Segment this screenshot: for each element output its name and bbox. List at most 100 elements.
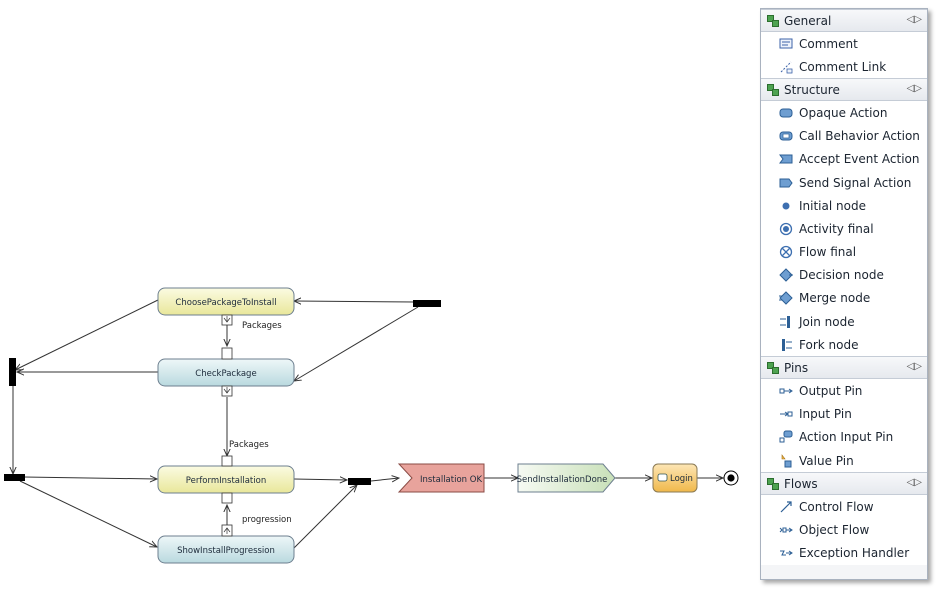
palette-tool-flow-final[interactable]: Flow final [761,241,927,264]
palette-tool-label: Control Flow [799,499,874,514]
action-show-install-progression-label: ShowInstallProgression [177,546,275,556]
input-pin-perform-bottom[interactable] [221,492,233,504]
palette-section-general[interactable]: General ◁▷ [761,9,927,32]
action-perform-installation[interactable]: PerformInstallation [157,465,295,494]
action-check-package-label: CheckPackage [195,369,256,379]
palette-tool-label: Decision node [799,268,884,283]
edge-fork-to-choose[interactable] [294,301,416,302]
palette-tool-label: Value Pin [799,453,854,468]
collapse-toggle-icon[interactable]: ◁▷ [906,83,922,95]
initial-node-icon [779,199,793,213]
fork-node-top[interactable] [413,300,441,307]
edge-label-progression: progression [242,515,292,525]
palette-tool-call-behavior-action[interactable]: Call Behavior Action [761,125,927,148]
edge-join-to-installation-ok[interactable] [370,478,399,481]
palette-tool-opaque-action[interactable]: Opaque Action [761,101,927,124]
activity-final-node[interactable] [723,470,739,486]
palette-tool-label: Merge node [799,291,871,306]
palette-tool-object-flow[interactable]: Object Flow [761,518,927,541]
send-signal-action-icon [779,176,793,190]
palette-tool-activity-final[interactable]: Activity final [761,217,927,240]
palette-tool-decision-node[interactable]: Decision node [761,264,927,287]
palette-tool-label: Initial node [799,198,866,213]
comment-icon [779,37,793,51]
object-flow-icon [779,523,793,537]
send-signal-installation-done[interactable]: SendInstallationDone [517,463,616,493]
edge-label-packages-1: Packages [242,321,282,331]
palette-section-flows[interactable]: Flows◁▷ [761,472,927,496]
palette-drawer-icon [767,83,779,96]
palette-tool-label: Accept Event Action [799,152,920,167]
palette-tool-control-flow[interactable]: Control Flow [761,495,927,518]
edge-fork2-to-perform[interactable] [23,477,157,479]
palette-tool-comment-link[interactable]: Comment Link [761,55,927,78]
palette-tool-label: Object Flow [799,522,870,537]
control-flow-icon [779,500,793,514]
palette-tool-label: Exception Handler [799,546,910,561]
edge-fork2-to-show[interactable] [19,480,157,547]
fork-node-left[interactable] [4,474,25,481]
palette-tool-accept-event-action[interactable]: Accept Event Action [761,148,927,171]
decision-node-icon [779,268,793,282]
call-behavior-icon [657,473,668,482]
flow-final-icon [779,245,793,259]
input-pin-perform-top[interactable] [221,455,233,467]
palette-section-structure[interactable]: Structure◁▷ [761,78,927,102]
value-pin-icon [779,453,793,468]
palette-section-title: General [784,13,832,28]
palette-tool-label: Comment Link [799,59,887,74]
palette-tool-label: Output Pin [799,384,863,399]
action-perform-installation-label: PerformInstallation [186,476,266,486]
palette-tool-comment[interactable]: Comment [761,32,927,55]
action-choose-package[interactable]: ChoosePackageToInstall [157,287,295,316]
edge-choose-to-join[interactable] [15,298,161,370]
join-node-left[interactable] [9,358,16,386]
palette-tool-label: Comment [799,36,858,51]
palette-tool-label: Fork node [799,337,859,352]
palette-tool-action-input-pin[interactable]: Action Input Pin [761,426,927,449]
send-signal-installation-done-label: SendInstallationDone [517,475,608,485]
action-show-install-progression[interactable]: ShowInstallProgression [157,535,295,564]
palette-tool-send-signal-action[interactable]: Send Signal Action [761,171,927,194]
accept-event-action-icon [779,152,793,166]
palette-tool-label: Join node [799,314,855,329]
palette-tool-exception-handler[interactable]: Exception Handler [761,542,927,565]
palette-tool-label: Send Signal Action [799,175,912,190]
palette-drawer-icon [767,14,779,27]
exception-handler-icon [779,546,793,560]
palette-tool-output-pin[interactable]: Output Pin [761,379,927,402]
action-check-package[interactable]: CheckPackage [157,358,295,387]
collapse-toggle-icon[interactable]: ◁▷ [906,477,922,489]
accept-event-installation-ok-label: Installation OK [420,475,482,485]
palette-tool-merge-node[interactable]: Merge node [761,287,927,310]
palette-drawer-icon [767,477,779,490]
edge-show-to-join[interactable] [293,485,357,549]
opaque-action-icon [779,106,793,120]
call-behavior-login[interactable]: Login [652,463,698,493]
input-pin-check[interactable] [221,347,233,360]
palette-tool-join-node[interactable]: Join node [761,310,927,333]
palette-tool-value-pin[interactable]: Value Pin [761,449,927,472]
call-behavior-action-icon [779,129,793,143]
action-choose-package-label: ChoosePackageToInstall [175,298,276,308]
edge-label-packages-2: Packages [229,440,269,450]
palette-section-pins[interactable]: Pins◁▷ [761,356,927,380]
activity-diagram-canvas[interactable]: ChoosePackageToInstall CheckPackage Perf… [0,0,752,592]
input-pin-icon [779,407,793,421]
collapse-toggle-icon[interactable]: ◁▷ [906,361,922,373]
palette-tool-initial-node[interactable]: Initial node [761,194,927,217]
accept-event-installation-ok[interactable]: Installation OK [397,463,485,493]
join-node-right[interactable] [348,478,371,485]
edge-fork-to-check[interactable] [294,306,419,381]
edge-perform-to-join[interactable] [293,479,347,480]
output-pin-icon [779,384,793,398]
palette-tool-label: Input Pin [799,407,852,422]
palette-tool-input-pin[interactable]: Input Pin [761,403,927,426]
palette-tool-label: Opaque Action [799,105,888,120]
palette-tool-fork-node[interactable]: Fork node [761,333,927,356]
collapse-toggle-icon[interactable]: ◁▷ [906,14,922,25]
